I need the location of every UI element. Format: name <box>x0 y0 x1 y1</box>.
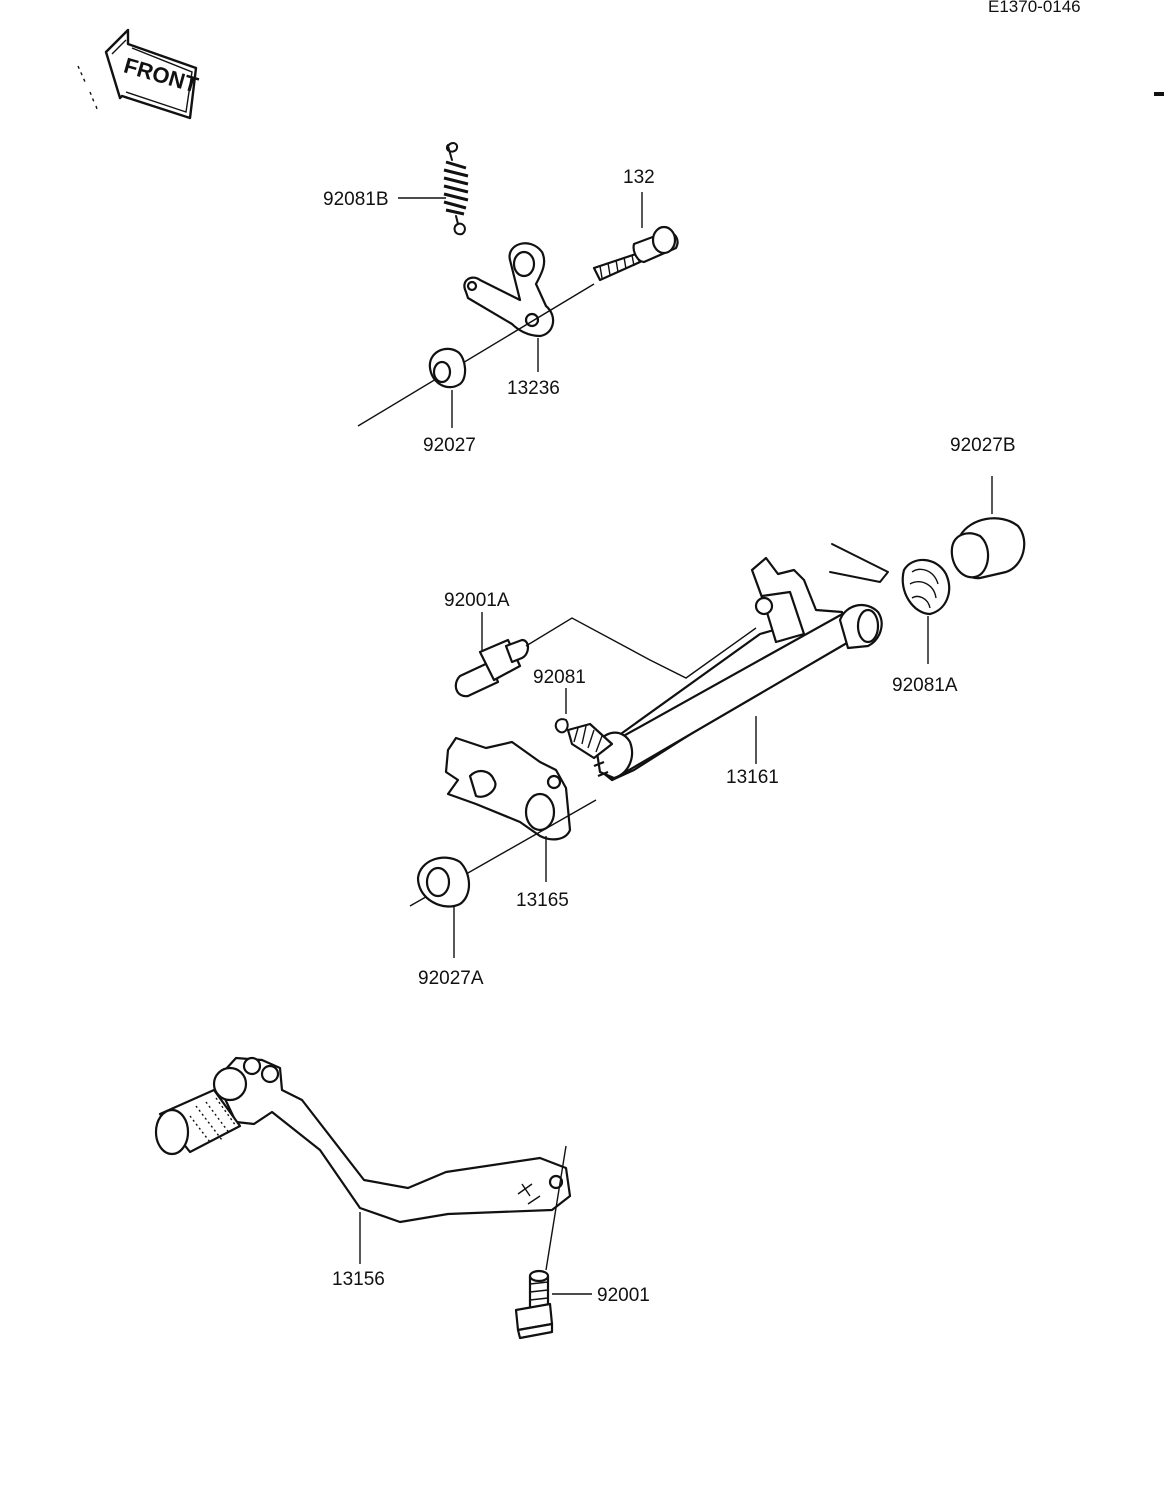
bolt-92001 <box>514 1269 554 1340</box>
arm-13165 <box>444 736 572 841</box>
bottom-axis-line <box>545 1145 567 1271</box>
callout-92081: 92081 <box>533 667 586 688</box>
callout-92001: 92001 <box>597 1285 650 1306</box>
front-direction-arrow-icon: FRONT <box>104 28 201 120</box>
bolt-132 <box>592 225 679 282</box>
callout-92081B: 92081B <box>323 189 389 210</box>
pedal-13156 <box>154 1056 572 1224</box>
spring-92081A <box>829 543 951 616</box>
diagram-code: E1370-0146 <box>988 0 1081 16</box>
front-trail <box>77 65 99 113</box>
pin-92001A <box>454 638 530 698</box>
callout-13236: 13236 <box>507 378 560 399</box>
callout-13156: 13156 <box>332 1269 385 1290</box>
collar-92027A <box>416 856 471 908</box>
callout-132: 132 <box>623 167 655 188</box>
top-axis-line <box>357 283 595 427</box>
pin-92001A-locator <box>525 617 757 679</box>
callout-92001A: 92001A <box>444 590 510 611</box>
callout-92081A: 92081A <box>892 675 958 696</box>
spring-92081 <box>554 718 614 760</box>
callout-92027A: 92027A <box>418 968 484 989</box>
lever-13236 <box>463 242 555 338</box>
callout-92027B: 92027B <box>950 435 1016 456</box>
edge-mark <box>1154 92 1164 96</box>
collar-92027 <box>428 347 467 389</box>
callout-92027: 92027 <box>423 435 476 456</box>
callout-13161: 13161 <box>726 767 779 788</box>
spring-92081B <box>443 142 469 236</box>
shaft-13161 <box>593 556 883 782</box>
collar-92027B <box>950 517 1026 580</box>
callout-13165: 13165 <box>516 890 569 911</box>
